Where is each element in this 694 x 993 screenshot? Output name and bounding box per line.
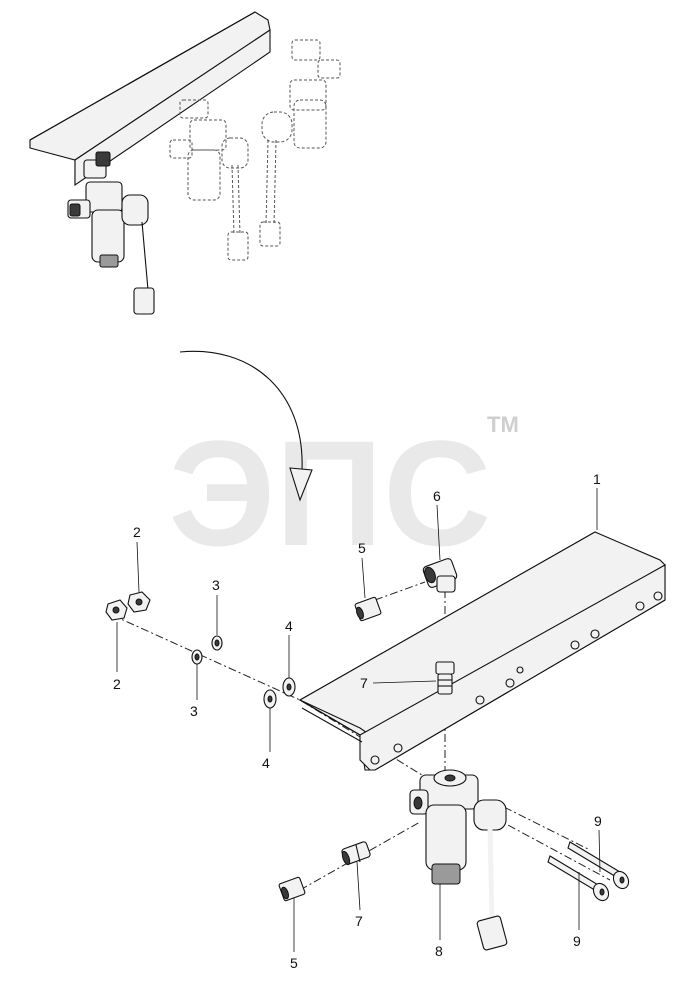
screw-part-9-lower xyxy=(547,855,610,902)
nut-part-2-upper xyxy=(127,591,151,613)
watermark: ЭПС TM xyxy=(169,409,519,577)
leader-lines xyxy=(116,488,601,952)
overview-assembly xyxy=(29,11,341,315)
nipple-part-7-lower xyxy=(341,841,371,866)
washer-part-3-lower xyxy=(191,649,203,665)
overview-rail xyxy=(29,11,271,161)
callout-5-lower: 5 xyxy=(290,955,298,971)
overview-rail-side xyxy=(74,28,271,187)
washer-part-4-upper xyxy=(282,677,296,697)
callout-1: 1 xyxy=(593,471,601,487)
watermark-trademark: TM xyxy=(487,412,519,437)
nipple-part-7-upper xyxy=(435,661,455,695)
overview-valve-left xyxy=(67,151,155,315)
callout-9-upper: 9 xyxy=(594,813,602,829)
nut-part-2-lower xyxy=(105,599,128,621)
screw-part-9-upper xyxy=(567,841,630,890)
callout-8: 8 xyxy=(435,943,443,959)
washer-part-3-upper xyxy=(211,635,223,651)
callout-7-lower: 7 xyxy=(355,913,363,929)
callout-5-upper: 5 xyxy=(358,540,366,556)
fitting-part-5-upper xyxy=(354,596,382,622)
valve-part-8 xyxy=(409,769,508,951)
callout-labels: 1 2 2 3 3 4 4 5 5 6 7 7 8 9 9 xyxy=(113,471,602,971)
callout-2-lower: 2 xyxy=(113,676,121,692)
fitting-part-5-lower xyxy=(278,876,306,902)
callout-7-upper: 7 xyxy=(360,675,368,691)
callout-9-lower: 9 xyxy=(573,933,581,949)
callout-3-upper: 3 xyxy=(212,577,220,593)
overview-valve-middle xyxy=(169,99,249,261)
callout-6: 6 xyxy=(433,488,441,504)
callout-2-upper: 2 xyxy=(133,524,141,540)
callout-4-lower: 4 xyxy=(262,755,270,771)
callout-4-upper: 4 xyxy=(285,618,293,634)
overview-valve-right xyxy=(259,39,341,247)
callout-3-lower: 3 xyxy=(190,703,198,719)
exploded-view: 1 2 2 3 3 4 4 5 5 6 7 7 8 9 9 xyxy=(105,471,666,971)
bracket-part-1 xyxy=(298,531,666,771)
washer-part-4-lower xyxy=(263,689,277,709)
watermark-text: ЭПС xyxy=(169,409,492,577)
reference-arrow xyxy=(179,350,313,502)
elbow-part-6 xyxy=(422,558,458,593)
